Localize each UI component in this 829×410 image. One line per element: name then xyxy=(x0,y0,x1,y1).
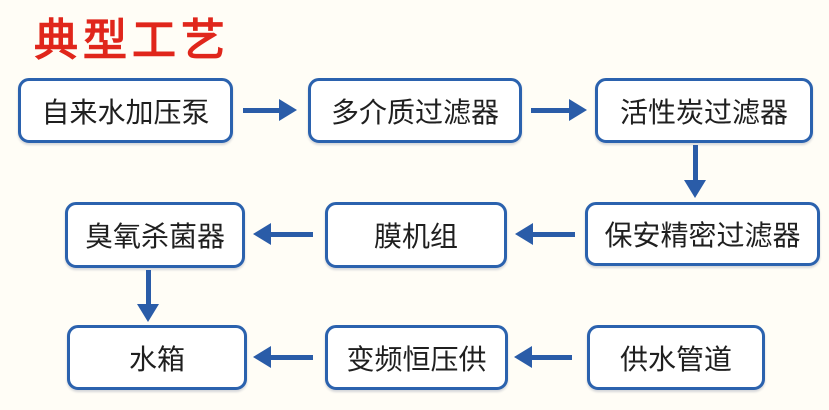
arrow-head xyxy=(137,304,159,322)
arrow-shaft xyxy=(243,107,279,113)
flow-node-water-supply-pipeline: 供水管道 xyxy=(587,325,765,390)
arrow-right-icon xyxy=(243,99,297,121)
arrow-down-icon xyxy=(137,270,159,322)
flow-node-membrane-unit: 膜机组 xyxy=(325,202,507,268)
arrow-left-icon xyxy=(514,346,572,368)
arrow-shaft xyxy=(271,354,313,360)
arrow-left-icon xyxy=(253,346,313,368)
flow-node-security-precision-filter: 保安精密过滤器 xyxy=(585,202,820,266)
arrow-shaft xyxy=(145,270,151,304)
arrow-head xyxy=(253,346,271,368)
arrow-shaft xyxy=(532,354,572,360)
flow-node-multimedia-filter: 多介质过滤器 xyxy=(308,78,522,143)
arrow-head xyxy=(514,346,532,368)
arrow-head xyxy=(279,99,297,121)
arrow-left-icon xyxy=(253,223,313,245)
arrow-shaft xyxy=(533,231,575,237)
arrow-shaft xyxy=(692,145,698,180)
page-title: 典型工艺 xyxy=(34,16,230,65)
arrow-shaft xyxy=(531,107,569,113)
flow-node-water-tank: 水箱 xyxy=(67,325,247,390)
arrow-head xyxy=(569,99,587,121)
arrow-head xyxy=(253,223,271,245)
flow-node-tap-water-booster-pump: 自来水加压泵 xyxy=(18,78,233,143)
arrow-head xyxy=(684,180,706,198)
arrow-down-icon xyxy=(684,145,706,198)
arrow-head xyxy=(515,223,533,245)
flow-node-vfd-constant-pressure-supply: 变频恒压供 xyxy=(325,325,508,390)
arrow-shaft xyxy=(271,231,313,237)
arrow-left-icon xyxy=(515,223,575,245)
flow-node-ozone-sterilizer: 臭氧杀菌器 xyxy=(65,202,245,268)
flow-node-activated-carbon-filter: 活性炭过滤器 xyxy=(595,78,813,143)
arrow-right-icon xyxy=(531,99,587,121)
